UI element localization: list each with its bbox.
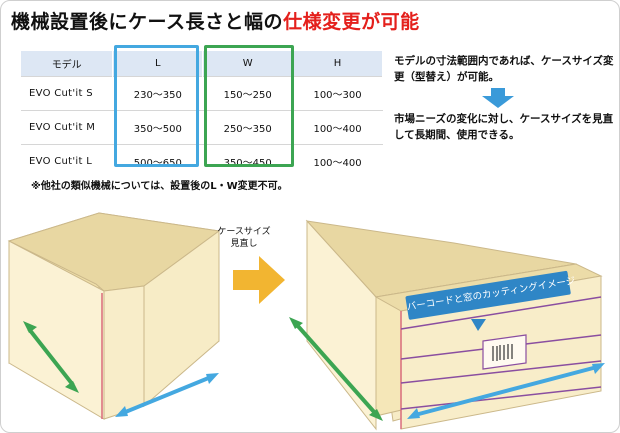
header-h: H [292,51,383,76]
cell-w: 150～250 [202,75,293,110]
large-case-illustration [289,219,605,431]
cell-model: EVO Cut'it L [21,143,113,178]
size-review-label: ケースサイズ見直し [209,226,279,250]
cell-w: 350～450 [202,143,293,178]
cell-model: EVO Cut'it S [21,75,113,110]
header-w: W [202,51,294,76]
cell-l: 500～650 [112,143,203,178]
table-row: EVO Cut'it M 350～500 250～350 100～400 [21,109,383,144]
small-case-illustration [7,212,221,420]
page-title: 機械設置後にケース長さと幅の仕様変更が可能 [11,7,420,34]
cell-h: 100～400 [292,109,383,144]
cell-model: EVO Cut'it M [21,109,113,144]
size-review-line1: ケースサイズ [217,227,271,237]
right-arrow-icon [233,256,285,304]
cell-l: 350～500 [112,109,203,144]
cell-l: 230～350 [112,75,203,110]
large-l-arrow [407,363,605,419]
title-highlight: 仕様変更が可能 [283,11,420,33]
title-main: 機械設置後にケース長さと幅の [11,11,284,33]
size-review-line2: 見直し [230,239,258,249]
header-l: L [112,51,204,76]
small-w-arrow [23,321,79,393]
table-header-row: モデル L W H [21,51,383,76]
down-arrow-icon [482,88,514,108]
side-text-long-term-use: 市場ニーズの変化に対し、ケースサイズを見直して長期間、使用できる。 [394,113,614,141]
spec-table: モデル L W H EVO Cut'it S 230～350 150～250 1… [21,51,383,178]
side-text-size-change: モデルの寸法範囲内であれば、ケースサイズ変更（型替え）が可能。 [394,55,614,83]
large-w-arrow [289,317,383,421]
small-l-arrow [115,373,219,417]
cell-w: 250～350 [202,109,293,144]
table-row: EVO Cut'it S 230～350 150～250 100～300 [21,75,383,110]
comparison-note: ※他社の類似機械については、設置後のL・W変更不可。 [31,181,288,192]
header-model: モデル [21,51,114,76]
cell-h: 100～400 [292,143,383,178]
cell-h: 100～300 [292,75,383,110]
table-row: EVO Cut'it L 500～650 350～450 100～400 [21,143,383,178]
barcode-icon [492,344,513,361]
